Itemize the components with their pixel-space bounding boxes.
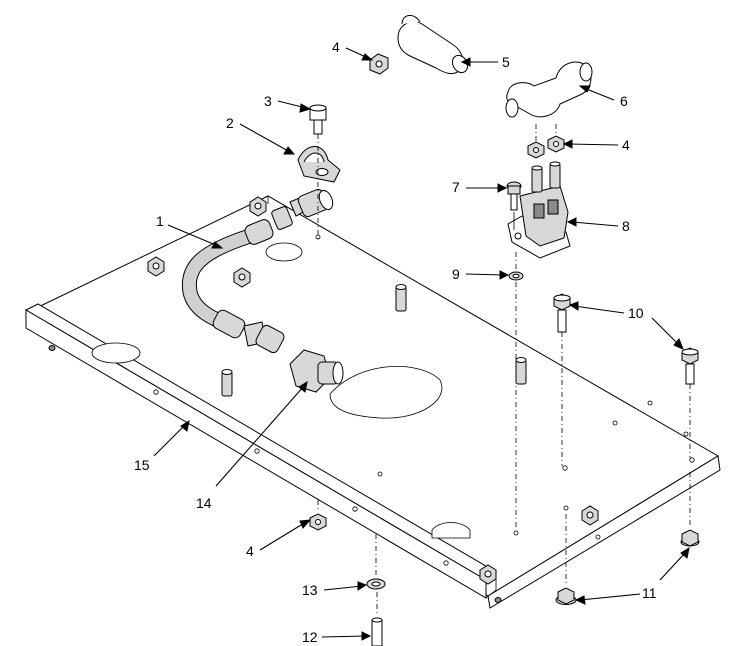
- callout-13: 13: [302, 582, 318, 598]
- boot-part-5: [397, 15, 469, 75]
- hose-part-1: [181, 188, 334, 354]
- boot-part-6: [505, 61, 593, 146]
- solenoid-part-8: [507, 161, 571, 259]
- nut-part-4-bottom: [309, 500, 327, 531]
- nut-part-4-top: [369, 53, 389, 75]
- plate-features: [91, 234, 695, 540]
- flange-nut-part-11-a: [680, 472, 700, 547]
- callout-5: 5: [502, 54, 510, 70]
- callout-2: 2: [226, 115, 234, 131]
- nut-part-4-solenoid: [527, 135, 565, 159]
- stud-part-12: [371, 592, 383, 646]
- callout-labels: 1 2 3 4 4 4 5 6 7 8 9 10 11 12 13 14 15: [134, 39, 657, 645]
- callout-12: 12: [302, 629, 318, 645]
- screw-part-7: [506, 181, 522, 211]
- callout-15: 15: [134, 457, 150, 473]
- callout-6: 6: [620, 93, 628, 109]
- callout-4-bottom: 4: [246, 543, 254, 559]
- washer-part-9: [508, 252, 524, 530]
- callout-7: 7: [452, 179, 460, 195]
- plate-nuts: [147, 196, 599, 585]
- callout-3: 3: [264, 93, 272, 109]
- callout-8: 8: [622, 218, 630, 234]
- callout-9: 9: [452, 266, 460, 282]
- mounting-plate: [27, 195, 721, 609]
- screw-part-3: [309, 104, 327, 240]
- callout-4-solenoid: 4: [622, 137, 630, 153]
- bolt-part-10-b: [681, 347, 699, 458]
- callout-4-top: 4: [332, 39, 340, 55]
- callout-11: 11: [642, 585, 657, 601]
- leader-lines: [153, 47, 690, 641]
- bolt-part-10-a: [553, 293, 571, 466]
- callout-10: 10: [628, 305, 644, 321]
- clamp-part-2: [297, 146, 341, 183]
- callout-14: 14: [196, 495, 212, 511]
- callout-1: 1: [156, 213, 164, 229]
- washer-part-13: [366, 534, 386, 590]
- flange-nut-part-11-b: [555, 514, 577, 605]
- elbow-fitting-part-14: [289, 349, 344, 393]
